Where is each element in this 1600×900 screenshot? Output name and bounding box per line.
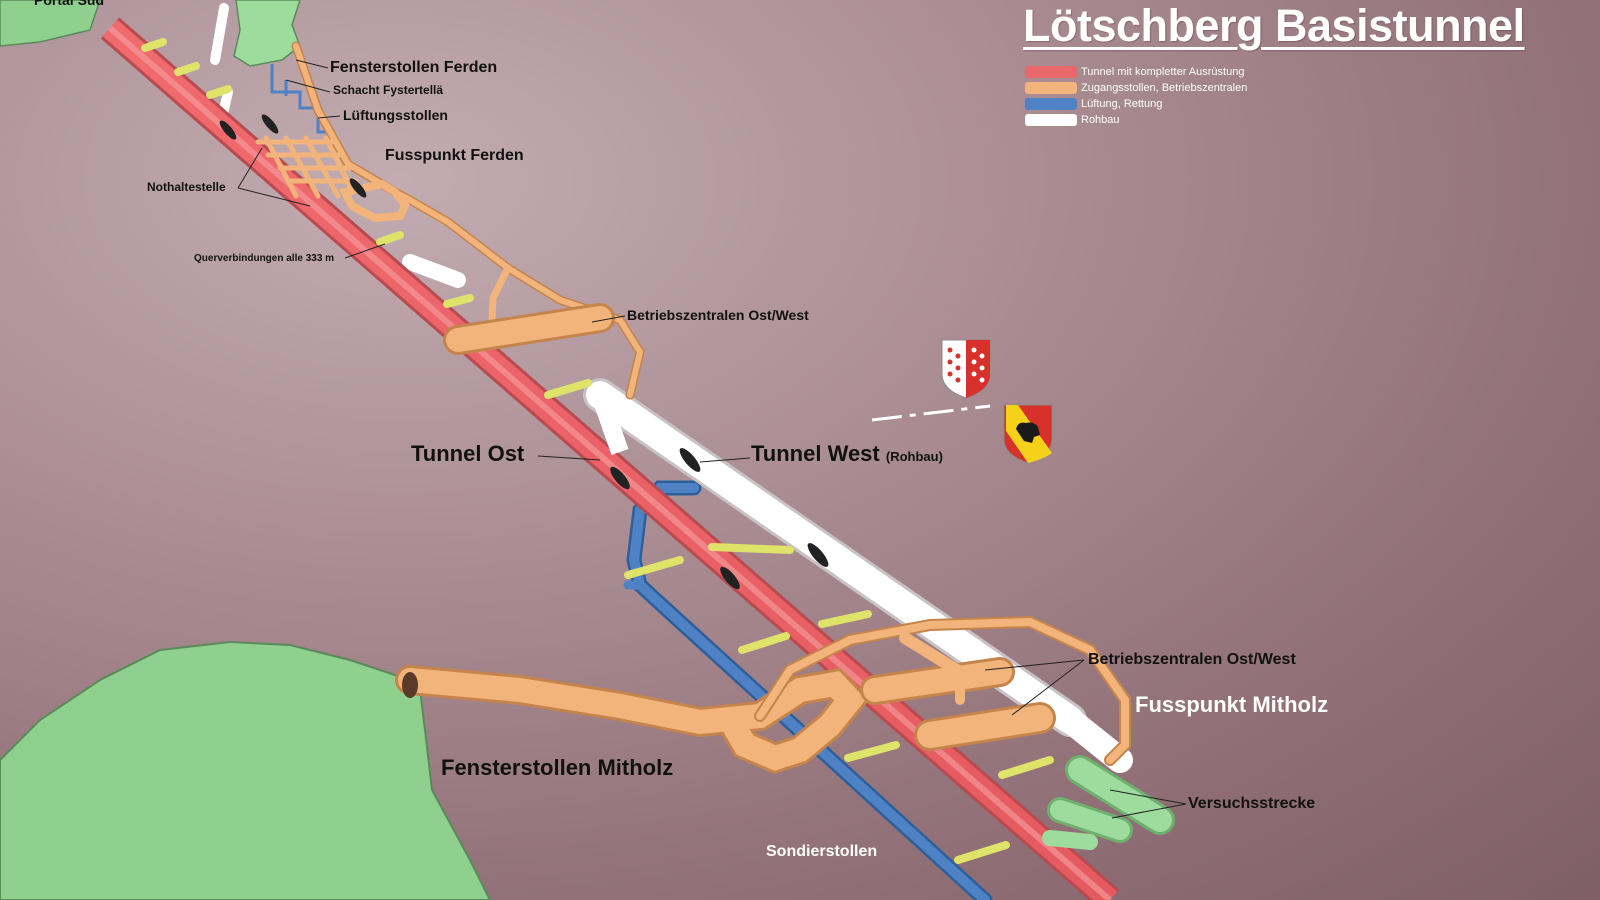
terrain-bottom-left <box>0 640 492 900</box>
label-fensterstollen-mitholz: Fensterstollen Mitholz <box>441 755 674 780</box>
legend-swatch-raw <box>1025 114 1077 126</box>
tunnel-rings <box>219 114 829 590</box>
label-tunnel-ost: Tunnel Ost <box>411 441 525 466</box>
ventilation-tunnel <box>623 480 993 900</box>
page-title: Lötschberg Basistunnel <box>1023 0 1525 51</box>
legend-swatch-ventilation <box>1025 98 1077 110</box>
crosslinks <box>141 38 1054 864</box>
label-tunnel-west-text: Tunnel West <box>751 441 880 466</box>
canton-border <box>871 404 991 422</box>
label-tunnel-west-suffix: (Rohbau) <box>885 449 943 464</box>
legend-label: Zugangsstollen, Betriebszentralen <box>1081 82 1248 94</box>
leader-lines <box>237 59 1187 819</box>
label-fusspunkt-ferden: Fusspunkt Ferden <box>385 147 524 164</box>
legend-label: Rohbau <box>1081 114 1120 126</box>
legend-label: Tunnel mit kompletter Ausrüstung <box>1081 66 1245 78</box>
legend-swatch-full <box>1025 66 1077 78</box>
legend-item-raw: Rohbau <box>1025 112 1247 128</box>
label-tunnel-west: Tunnel West (Rohbau) <box>751 441 943 467</box>
bern-shield-icon <box>1003 404 1053 464</box>
label-fensterstollen-ferden: Fensterstollen Ferden <box>330 59 498 76</box>
label-fusspunkt-mitholz: Fusspunkt Mitholz <box>1135 692 1329 717</box>
test-section <box>1042 755 1175 850</box>
legend: Tunnel mit kompletter Ausrüstung Zugangs… <box>1025 64 1247 128</box>
wallis-shield-icon <box>941 339 991 399</box>
terrain-top-mountain <box>233 0 301 67</box>
label-sondierstollen: Sondierstollen <box>766 843 878 860</box>
legend-item-access: Zugangsstollen, Betriebszentralen <box>1025 80 1247 96</box>
label-portal-sued: Portal Süd <box>34 0 105 8</box>
legend-item-full: Tunnel mit kompletter Ausrüstung <box>1025 64 1247 80</box>
legend-label: Lüftung, Rettung <box>1081 98 1163 110</box>
ventilation-shaft-ferden <box>270 64 330 134</box>
tunnel-ost <box>100 17 1120 900</box>
label-querverbindungen: Querverbindungen alle 333 m <box>194 253 335 264</box>
label-betriebszentralen-2: Betriebszentralen Ost/West <box>1088 651 1296 668</box>
label-lueftungsstollen: Lüftungsstollen <box>343 107 448 123</box>
label-nothaltestelle: Nothaltestelle <box>147 180 226 194</box>
legend-item-ventilation: Lüftung, Rettung <box>1025 96 1247 112</box>
label-betriebszentralen-1: Betriebszentralen Ost/West <box>627 307 809 323</box>
label-versuchsstrecke: Versuchsstrecke <box>1188 795 1316 812</box>
fensterstollen-mitholz-portal <box>402 672 418 698</box>
access-tunnels <box>255 41 1131 775</box>
label-schacht-fystertella: Schacht Fystertellä <box>333 83 444 97</box>
terrain-top-left <box>0 0 101 47</box>
legend-swatch-access <box>1025 82 1077 94</box>
